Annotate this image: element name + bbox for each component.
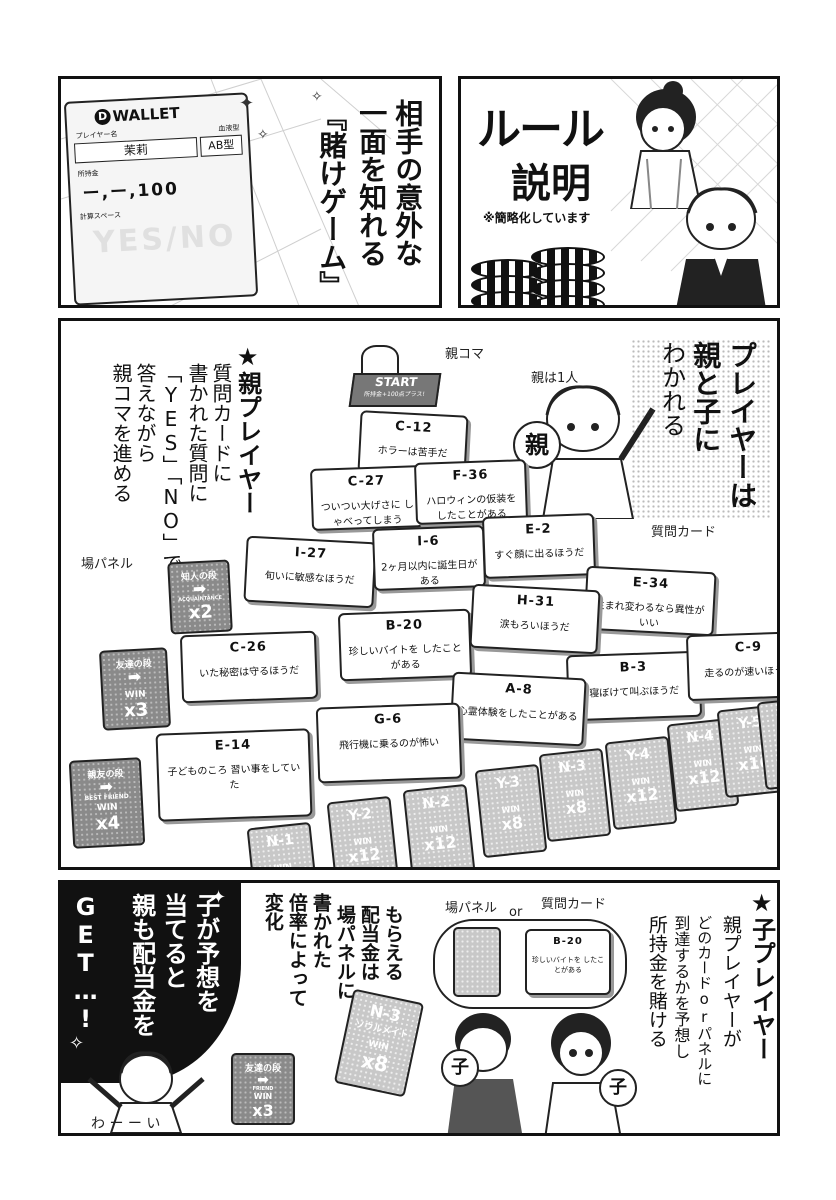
tile-code: N-1 (265, 831, 295, 851)
wallet-watermark: YES/NO (92, 218, 238, 261)
player-name-value: 茉莉 (73, 137, 198, 164)
bubble-line-1: 子が予想を (191, 893, 220, 1013)
payout-line-5: 倍率によって (285, 893, 308, 1007)
payout-line-1: もらえる (381, 905, 404, 981)
payout-line-4: 書かれた (309, 893, 332, 969)
friend-tile-mult: x3 (252, 1101, 274, 1120)
payout-line-3: 場パネルに (333, 905, 356, 1000)
blood-type-value: AB型 (199, 134, 243, 157)
panel-wallet: D WALLET プレイヤー名 血液型 茉莉 AB型 所持金 ー,ー,100 計… (58, 76, 442, 308)
child-desc-3: 到達するかを予想し (671, 915, 691, 1059)
split-text-1: プレイヤーは (725, 341, 759, 509)
parent-desc-1: 質問カードに (209, 363, 233, 483)
rules-title-line2: 説明 (511, 161, 591, 207)
soulmate-tile[interactable]: N-1WINx12 (246, 821, 320, 870)
mini-question-card: B-20 珍しいバイトを したことがある (525, 929, 611, 995)
narration-line-2: 一面を知れる (355, 99, 389, 267)
sparkle-icon: ✦ (211, 887, 227, 908)
mini-card-text: 珍しいバイトを したことがある (531, 956, 605, 974)
label-ba-panel: 場パネル (81, 557, 134, 572)
girl-character-icon (629, 81, 703, 209)
label-question-card: 質問カード (651, 525, 717, 540)
friend-tile-name: 友達の段 (244, 1064, 281, 1074)
wai-text: わ ー ー い (91, 1116, 161, 1132)
tile-mult: x12 (253, 869, 315, 870)
child-desc-2: どのカードorパネルに (695, 915, 714, 1086)
label-oya-one: 親は1人 (531, 371, 579, 386)
parent-desc-2: 書かれた質問に (185, 363, 209, 503)
blood-type-label: 血液型 (218, 123, 240, 133)
wallet-brand: WALLET (112, 103, 181, 126)
friend-tile-win: WIN (253, 1092, 273, 1101)
mini-panel-icon (453, 927, 501, 997)
narration-line-1: 相手の意外な (391, 99, 425, 267)
chip-stack (531, 295, 605, 305)
screentone-area (631, 339, 771, 519)
parent-piece-icon (361, 345, 399, 377)
rules-title-line1: ルール (477, 104, 605, 155)
split-text-2: 親と子に (689, 341, 723, 453)
mini-card-code: B-20 (553, 936, 583, 947)
label-oyakoma: 親コマ (445, 347, 485, 362)
friend-tile: 友達の段 ➡ FRIEND WIN x3 (231, 1053, 295, 1125)
tile-code: N-2 (421, 793, 451, 813)
tile-code: N-3 (557, 757, 587, 777)
child-desc-4: 所持金を賭ける (645, 915, 668, 1048)
rules-note: ※簡略化しています (483, 211, 591, 225)
panel-board: ★親プレイヤー 質問カードに 書かれた質問に 「YES」「NO」で 答えながら … (58, 318, 780, 870)
payout-line-2: 配当金は (357, 905, 380, 981)
parent-desc-4: 答えながら (133, 363, 157, 463)
soulmate-tile: N-3 ソウルメイト WIN x8 (333, 988, 425, 1098)
bubble-line-4: GET…! (71, 893, 100, 1033)
parent-desc-3: 「YES」「NO」で (159, 363, 183, 573)
narration-line-3: 『賭けゲーム』 (315, 103, 349, 299)
tile-code: Y-3 (495, 773, 521, 793)
parent-desc-5: 親コマを進める (109, 363, 133, 503)
tile-code: Y-4 (625, 745, 651, 765)
tile-win: WIN (273, 862, 293, 870)
payout-line-6: 変化 (261, 893, 284, 931)
sparkle-icon: ✧ (69, 1033, 85, 1054)
cheering-boy-icon (87, 1051, 205, 1133)
ko-badge-right: 子 (599, 1069, 637, 1107)
panel-child: 子が予想を 当てると 親も配当金を GET…! ✦ ✧ わ ー ー い もらえる… (58, 880, 780, 1136)
child-label-or: or (509, 905, 523, 920)
sparkle-icon: ✦ (239, 93, 255, 114)
soulmate-tiles-layer: N-1WINx12Y-2WINx12N-2WINx12Y-3WINx8N-3WI… (61, 321, 777, 867)
bubble-line-3: 親も配当金を (127, 893, 156, 1037)
panel-rules: ルール 説明 ※簡略化しています (458, 76, 780, 308)
tile-win: WIN (763, 734, 777, 749)
bubble-line-2: 当てると (159, 893, 188, 989)
wallet-logo-icon: D (94, 108, 112, 126)
player-name-label: プレイヤー名 (75, 130, 118, 141)
tile-code: Y-2 (347, 805, 373, 825)
child-label-panel: 場パネル (445, 901, 498, 916)
sparkle-icon: ✧ (257, 127, 269, 143)
chip-stack (471, 291, 545, 305)
child-player-title: ★子プレイヤー (747, 889, 776, 1061)
parent-player-title: ★親プレイヤー (233, 343, 262, 515)
friend-tile-sub: FRIEND (252, 1086, 274, 1092)
split-text-3: わかれる (657, 341, 686, 437)
child-desc-1: 親プレイヤーが (719, 915, 742, 1048)
parent-boy-icon (541, 385, 656, 519)
wallet-card: D WALLET プレイヤー名 血液型 茉莉 AB型 所持金 ー,ー,100 計… (63, 92, 259, 305)
child-label-card: 質問カード (541, 897, 607, 912)
arrow-right-icon: ➡ (257, 1072, 269, 1088)
boy-character-icon (676, 187, 766, 305)
ko-badge-left: 子 (441, 1049, 479, 1087)
sparkle-icon: ✧ (311, 89, 323, 105)
tile-code: N-5 (775, 705, 780, 725)
oya-badge: 親 (513, 421, 561, 469)
